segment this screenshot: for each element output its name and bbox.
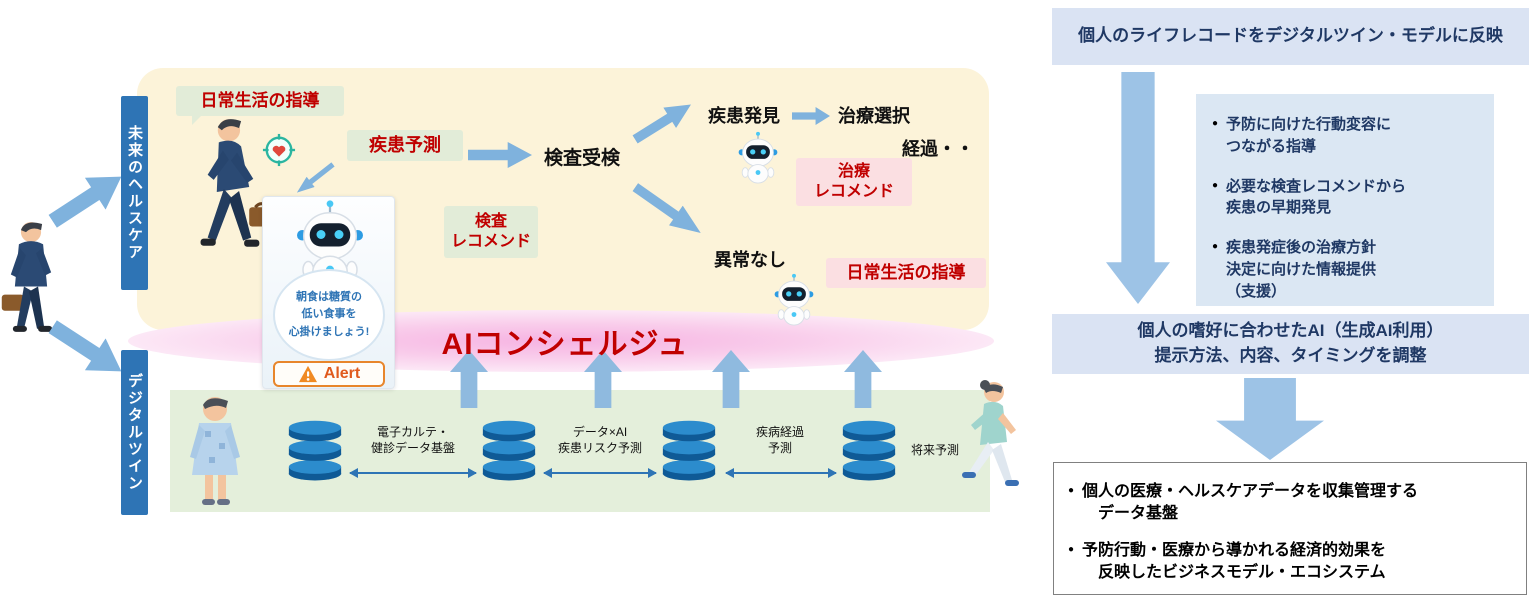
node-no-abnormality: 異常なし <box>714 250 786 270</box>
database-icon-3 <box>661 420 717 484</box>
runner-nurse-illustration <box>948 378 1030 510</box>
db-label-risk-prediction: データ×AI 疾患リスク予測 <box>557 425 642 456</box>
node-disease-found: 疾患発見 <box>708 106 780 126</box>
arrow-right-panel-short <box>1216 378 1324 460</box>
alert-text: Alert <box>323 365 361 382</box>
lane-label-future-healthcare: 未来のヘルスケア <box>121 96 148 290</box>
label-daily-guidance-right: 日常生活の指導 <box>826 258 986 288</box>
node-exam-taken: 検査受検 <box>543 147 620 169</box>
label-daily-guidance-top-text: 日常生活の指導 <box>200 91 320 111</box>
ai-concierge-robot-card: 朝食は糖質の 低い食事を 心掛けましょう! Alert <box>262 196 395 389</box>
right-mid-box: 個人の嗜好に合わせたAI（生成AI利用） 提示方法、内容、タイミングを調整 <box>1052 314 1529 374</box>
benefit-item: ● 必要な検査レコメンドから 疾患の早期発見 <box>1212 176 1480 220</box>
benefits-box: ● 予防に向けた行動変容に つながる指導 ● 必要な検査レコメンドから 疾患の早… <box>1196 94 1494 306</box>
foundation-item: ● 個人の医療・ヘルスケアデータを収集管理する データ基盤 <box>1068 481 1512 526</box>
db-label-future-prediction: 将来予測 <box>910 443 959 457</box>
arrow-person-to-future <box>42 161 131 238</box>
businessman-left-illustration <box>0 218 62 344</box>
benefit-text: 予防に向けた行動変容に つながる指導 <box>1226 116 1392 155</box>
lane-label-digital-twin: デジタルツイン <box>121 350 148 515</box>
database-icon-4 <box>841 420 897 484</box>
benefit-item: ● 予防に向けた行動変容に つながる指導 <box>1212 114 1480 158</box>
patient-digital-twin-illustration <box>175 393 255 509</box>
db-label-disease-course: 疾病経過 予測 <box>755 425 804 456</box>
walking-businessman-illustration <box>178 114 290 266</box>
label-exam-recommend: 検査 レコメンド <box>444 206 538 258</box>
benefit-text: 必要な検査レコメンドから 疾患の早期発見 <box>1226 177 1407 217</box>
bullet-icon: ● <box>1212 241 1219 252</box>
right-top-box: 個人のライフレコードをデジタルツイン・モデルに反映 <box>1052 8 1529 65</box>
label-treatment-recommend: 治療 レコメンド <box>796 158 912 206</box>
robot-icon-small-1 <box>736 130 780 186</box>
foundation-box: ● 個人の医療・ヘルスケアデータを収集管理する データ基盤 ● 予防行動・医療か… <box>1053 462 1527 595</box>
database-icon-2 <box>481 420 537 484</box>
label-disease-prediction: 疾患予測 <box>347 130 463 161</box>
heart-target-icon <box>262 133 296 167</box>
bullet-icon: ● <box>1212 118 1219 129</box>
foundation-item: ● 予防行動・医療から導かれる経済的効果を 反映したビジネスモデル・エコシステム <box>1068 540 1512 585</box>
db-label-ehr: 電子カルテ・ 健診データ基盤 <box>370 425 455 456</box>
arrow-db2-db3 <box>543 468 657 478</box>
foundation-text: 予防行動・医療から導かれる経済的効果を 反映したビジネスモデル・エコシステム <box>1082 541 1387 582</box>
robot-icon-small-2 <box>772 272 816 328</box>
robot-speech-bubble: 朝食は糖質の 低い食事を 心掛けましょう! <box>273 269 385 361</box>
node-treatment-selection: 治療選択 <box>838 106 910 126</box>
speech-tail <box>192 115 202 125</box>
arrow-db1-db2 <box>349 468 477 478</box>
node-progress: 経過・・ <box>902 139 974 159</box>
bullet-icon: ● <box>1212 179 1219 191</box>
warning-triangle-icon <box>298 365 318 383</box>
bullet-icon: ● <box>1068 543 1075 555</box>
benefit-item: ● 疾患発症後の治療方針 決定に向けた情報提供 （支援） <box>1212 237 1480 302</box>
foundation-text: 個人の医療・ヘルスケアデータを収集管理する データ基盤 <box>1082 483 1419 523</box>
database-icon-1 <box>287 420 343 484</box>
label-daily-guidance-top: 日常生活の指導 <box>176 86 344 125</box>
arrow-db3-db4 <box>725 468 837 478</box>
arrow-person-to-digital-twin <box>42 311 131 388</box>
bullet-icon: ● <box>1068 485 1075 496</box>
alert-badge: Alert <box>273 361 385 387</box>
benefit-text: 疾患発症後の治療方針 決定に向けた情報提供 （支援） <box>1226 239 1377 300</box>
arrow-right-panel-long <box>1106 72 1170 304</box>
